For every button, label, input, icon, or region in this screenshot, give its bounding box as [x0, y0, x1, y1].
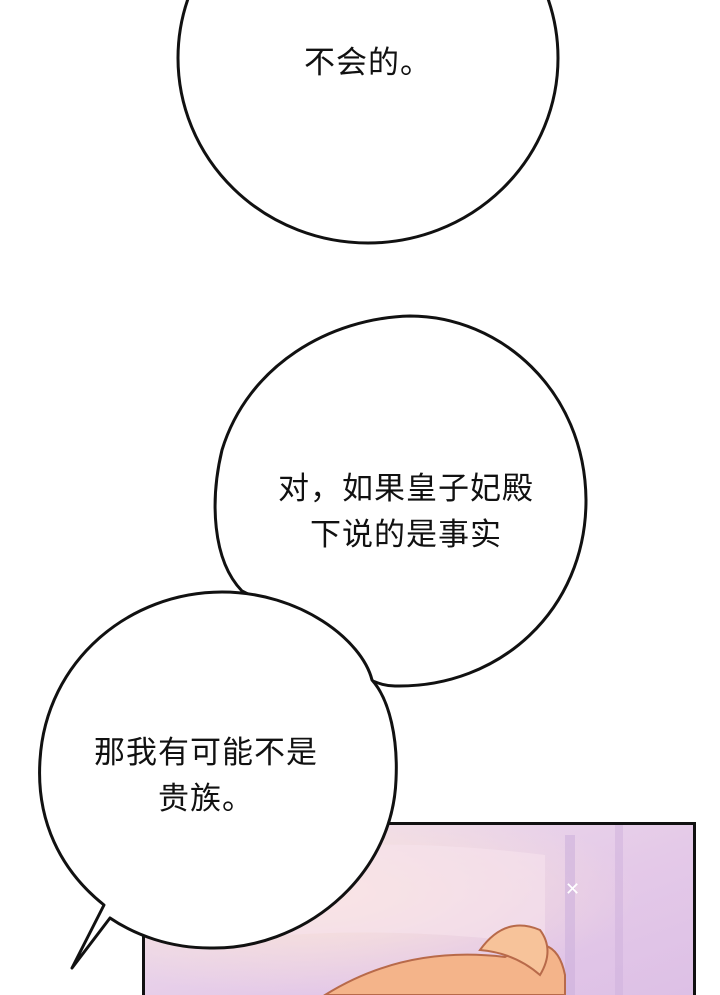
bubble-1-line-1: 不会的。 — [304, 45, 432, 81]
bubble-1-text: 不会的。 — [268, 40, 468, 86]
character-hair — [323, 943, 566, 995]
sparkle-icon: ✕ — [565, 879, 580, 900]
background-pillar — [615, 825, 623, 995]
character-hair-bun — [478, 924, 549, 977]
bubble-2-line-2: 下说的是事实 — [310, 517, 502, 553]
speech-bubble-1 — [176, 0, 560, 245]
bubble-2-line-1: 对，如果皇子妃殿 — [278, 471, 534, 507]
bubble-3-line-2: 贵族。 — [158, 781, 254, 817]
bubble-2-text: 对，如果皇子妃殿 下说的是事实 — [236, 466, 576, 558]
speech-bubble-3 — [38, 590, 398, 970]
bubble-3-line-1: 那我有可能不是 — [94, 735, 318, 771]
bubble-3-text: 那我有可能不是 贵族。 — [56, 730, 356, 822]
background-pillar — [565, 835, 575, 995]
